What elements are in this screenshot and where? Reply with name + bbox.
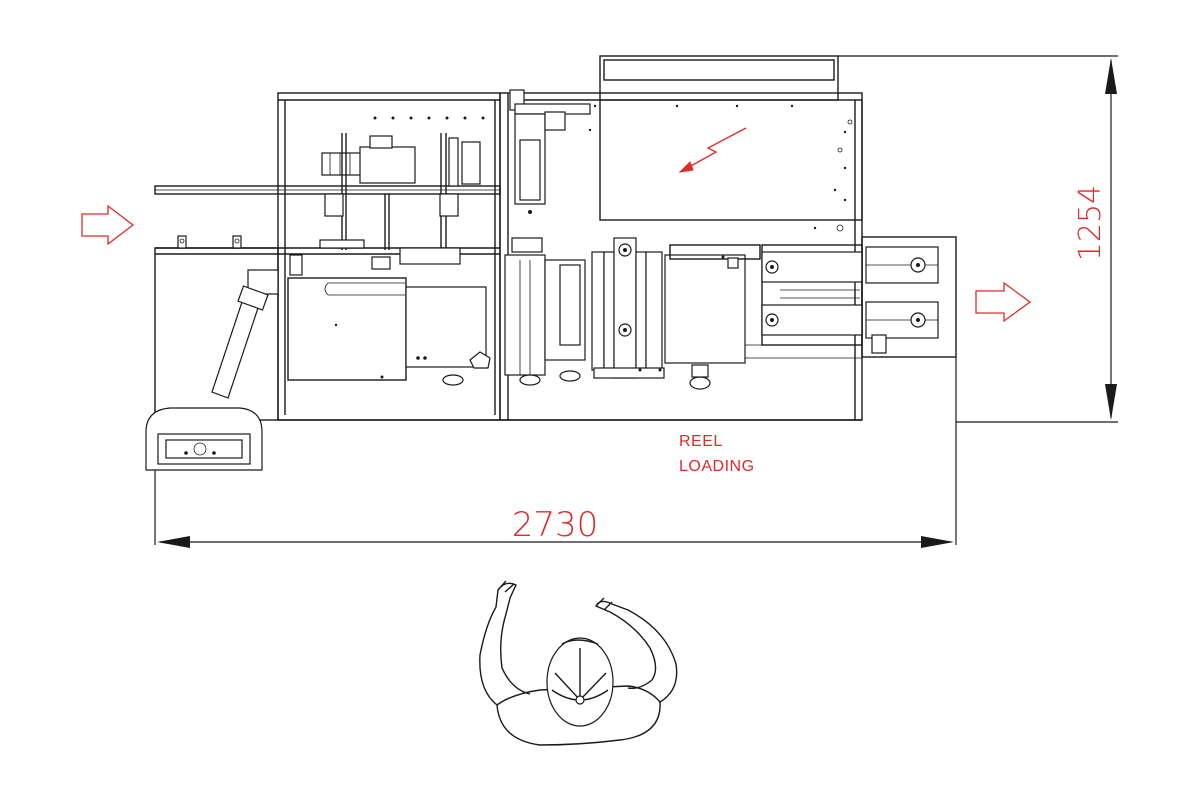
operator-icon [479,580,678,746]
arm-and-pedal [145,269,279,471]
height-dimension-label: 1254 [1073,185,1108,261]
main-module [499,55,863,421]
reel-loading-label-line1: REEL [679,433,723,450]
left-module [154,92,501,421]
reel-loading-label-line2: LOADING [679,458,755,475]
lightning-bolt-icon [678,127,747,173]
width-dimension-label: 2730 [512,505,599,545]
infeed-arrow-icon [81,204,135,246]
outfeed-arrow-icon [975,281,1032,323]
outfeed-module [861,236,957,358]
dimension-width: 2730 [154,357,957,548]
dimension-height: 1254 [838,55,1118,423]
